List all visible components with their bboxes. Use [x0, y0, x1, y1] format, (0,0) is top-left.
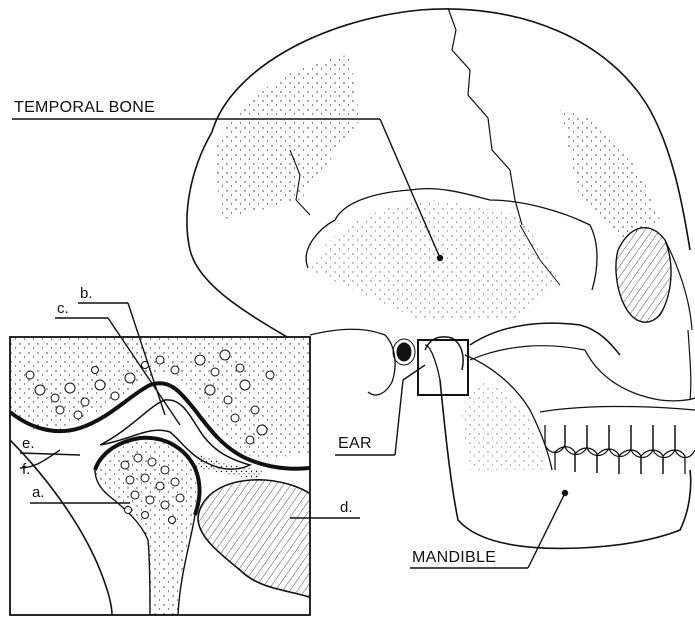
- lower-teeth: [555, 447, 685, 474]
- label-e: e.: [22, 435, 35, 452]
- zygomatic-arch: [470, 323, 620, 355]
- label-f: f.: [22, 461, 30, 478]
- orbit: [616, 228, 671, 323]
- ear-canal: [397, 343, 411, 361]
- label-b: b.: [80, 285, 93, 302]
- label-ear: EAR: [338, 435, 372, 452]
- label-d: d.: [340, 499, 353, 516]
- label-temporal-bone: TEMPORAL BONE: [14, 99, 155, 116]
- mastoid: [310, 329, 395, 395]
- label-c: c.: [57, 300, 69, 317]
- tmj-inset: [10, 337, 312, 615]
- label-mandible: MANDIBLE: [412, 549, 496, 566]
- label-a: a.: [32, 484, 45, 501]
